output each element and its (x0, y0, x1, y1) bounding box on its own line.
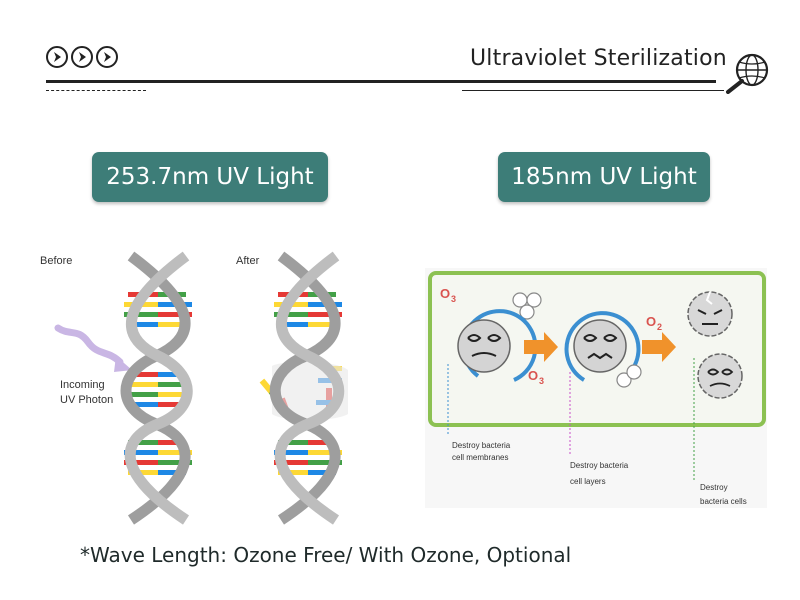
caption-2-line1: Destroy bacteria (570, 461, 629, 470)
header-underline (462, 90, 724, 91)
dna-before-strand-a (120, 251, 191, 525)
nav-arrows (46, 46, 118, 68)
o2-label: O (646, 314, 656, 329)
process-arrow-2 (642, 332, 676, 362)
incoming-label-line1: Incoming (60, 379, 105, 391)
caption-2-line2: cell layers (570, 477, 606, 486)
after-label: After (236, 255, 260, 267)
page-title: Ultraviolet Sterilization (470, 46, 727, 71)
header-rule (46, 80, 716, 83)
caption-3-line1: Destroy (700, 483, 728, 492)
ozone-sterilization-illustration: O 3 O 3 O 2 (425, 268, 767, 508)
ozone-molecule-icon (512, 292, 542, 320)
caption-3-line2: bacteria cells (700, 497, 747, 506)
before-label: Before (40, 255, 72, 267)
o2-subscript: 2 (657, 322, 662, 332)
search-globe-icon (726, 53, 769, 94)
chevron-right-icon[interactable] (71, 46, 93, 68)
dna-before-strand-b (124, 251, 193, 525)
dna-after-strand-b (274, 251, 345, 525)
header-dashed-rule (46, 90, 146, 91)
section-label-185nm: 185nm UV Light (498, 152, 710, 202)
o3-label-top: O (440, 286, 450, 301)
wavelength-footnote: *Wave Length: Ozone Free/ With Ozone, Op… (80, 543, 572, 567)
chevron-right-icon[interactable] (46, 46, 68, 68)
dna-before-base-pairs (124, 292, 192, 475)
oxygen-molecule-icon (616, 364, 642, 388)
bacterium-1-icon (457, 319, 511, 373)
chevron-right-icon[interactable] (96, 46, 118, 68)
section-label-253nm: 253.7nm UV Light (92, 152, 328, 202)
o3-label-middle: O (528, 368, 538, 383)
caption-1-line2: cell membranes (452, 453, 508, 462)
uv-photon-arrowhead (114, 356, 132, 372)
o3-subscript-middle: 3 (539, 376, 544, 386)
process-arrow-1 (524, 332, 558, 362)
uv-photon-wave (54, 324, 124, 366)
dna-before-after-illustration: Before After Incoming UV Photon (40, 251, 348, 525)
incoming-label-line2: UV Photon (60, 394, 113, 406)
dna-after-strand-a (269, 251, 341, 525)
bacterium-2-icon (573, 319, 627, 373)
o3-subscript-top: 3 (451, 294, 456, 304)
destroyed-bacterium-top-icon (687, 291, 733, 337)
caption-1-line1: Destroy bacteria (452, 441, 511, 450)
destroyed-bacterium-bottom-icon (697, 353, 743, 399)
membrane-arc-2 (564, 311, 641, 382)
